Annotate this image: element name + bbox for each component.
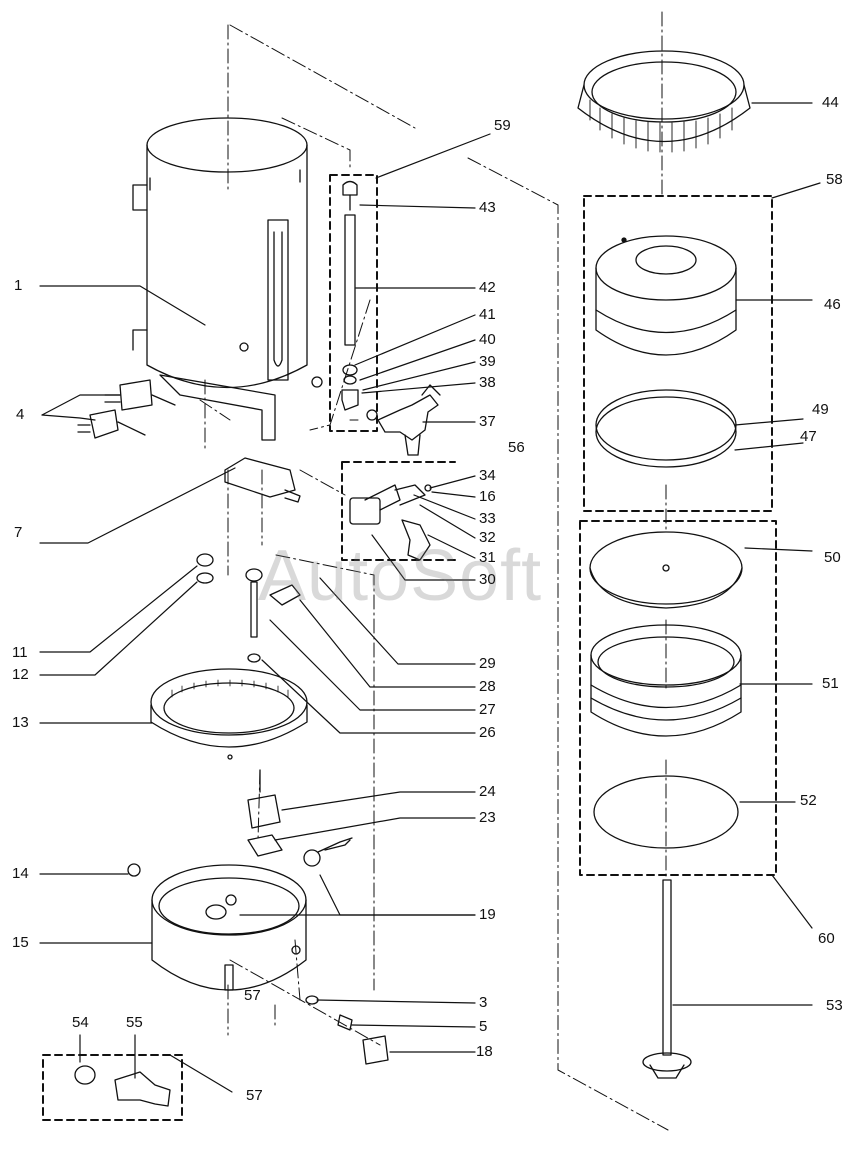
callout-52: 52 xyxy=(800,792,817,809)
seal-parts-47-49 xyxy=(595,389,737,468)
callout-31: 31 xyxy=(479,549,496,566)
faucet-part-37 xyxy=(377,384,441,456)
callout-3: 3 xyxy=(479,994,488,1011)
assembly-centerlines xyxy=(199,11,669,1131)
callout-24: 24 xyxy=(479,783,496,800)
callout-7: 7 xyxy=(14,524,23,541)
spreader-disk-part-50 xyxy=(589,531,743,609)
callout-19: 19 xyxy=(479,906,496,923)
callout-5: 5 xyxy=(479,1018,488,1035)
callout-57-kit: 57 xyxy=(246,1087,263,1104)
base-part-15 xyxy=(127,863,307,991)
stem-part-53 xyxy=(642,879,692,1079)
callout-40: 40 xyxy=(479,331,496,348)
gasket-part-52 xyxy=(593,775,739,849)
callout-12: 12 xyxy=(12,666,29,683)
callout-50: 50 xyxy=(824,549,841,566)
group-box-59 xyxy=(329,174,378,432)
callout-51: 51 xyxy=(822,675,839,692)
power-cord-part-4 xyxy=(77,379,176,439)
callout-41: 41 xyxy=(479,306,496,323)
group-box-58 xyxy=(583,195,773,512)
callout-54: 54 xyxy=(72,1014,89,1031)
basket-part-46 xyxy=(595,235,737,356)
callout-60: 60 xyxy=(818,930,835,947)
tank-part-1 xyxy=(132,117,308,441)
switch-kit-parts-54-55 xyxy=(74,1065,171,1107)
watermark-text: AutoSoft xyxy=(258,536,543,616)
filter-ring-part-51 xyxy=(590,624,742,737)
callout-57-base: 57 xyxy=(244,987,261,1004)
group-box-57 xyxy=(42,1054,183,1121)
fittings-parts-38-41 xyxy=(311,364,378,421)
callout-13: 13 xyxy=(12,714,29,731)
group-box-60 xyxy=(579,520,777,876)
callout-32: 32 xyxy=(479,529,496,546)
callout-34: 34 xyxy=(479,467,496,484)
callout-46: 46 xyxy=(824,296,841,313)
clamps-parts-11-12 xyxy=(196,553,214,584)
callout-16: 16 xyxy=(479,488,496,505)
callout-59: 59 xyxy=(494,117,511,134)
callout-18: 18 xyxy=(476,1043,493,1060)
callout-37: 37 xyxy=(479,413,496,430)
callout-55: 55 xyxy=(126,1014,143,1031)
thermostat-parts-56 xyxy=(349,484,432,561)
switch-parts-3-5-18 xyxy=(305,995,389,1065)
bracket-part-7 xyxy=(224,457,301,503)
callout-29: 29 xyxy=(479,655,496,672)
callout-47: 47 xyxy=(800,428,817,445)
group-boxes xyxy=(42,174,777,1121)
callout-27: 27 xyxy=(479,701,496,718)
callout-58: 58 xyxy=(826,171,843,188)
callout-44: 44 xyxy=(822,94,839,111)
callout-26: 26 xyxy=(479,724,496,741)
callout-49: 49 xyxy=(812,401,829,418)
callout-4: 4 xyxy=(16,406,25,423)
callout-43: 43 xyxy=(479,199,496,216)
group-box-56 xyxy=(341,461,456,561)
callout-53: 53 xyxy=(826,997,843,1014)
terminal-block-parts-23-24 xyxy=(247,769,283,857)
callout-15: 15 xyxy=(12,934,29,951)
callout-23: 23 xyxy=(479,809,496,826)
callout-38: 38 xyxy=(479,374,496,391)
callout-33: 33 xyxy=(479,510,496,527)
heating-element-part-19 xyxy=(303,837,353,867)
gasket-ring-part-13 xyxy=(150,668,308,760)
callout-14: 14 xyxy=(12,865,29,882)
rod-assembly-parts-26-29 xyxy=(245,568,301,663)
callout-30: 30 xyxy=(479,571,496,588)
callout-1: 1 xyxy=(14,277,23,294)
gauge-tube-part-42 xyxy=(342,180,358,346)
callout-28: 28 xyxy=(479,678,496,695)
leader-lines xyxy=(39,102,821,1093)
callout-56: 56 xyxy=(508,439,525,456)
lid-part-44 xyxy=(577,50,751,153)
callout-11: 11 xyxy=(12,644,28,661)
callout-42: 42 xyxy=(479,279,496,296)
callout-39: 39 xyxy=(479,353,496,370)
